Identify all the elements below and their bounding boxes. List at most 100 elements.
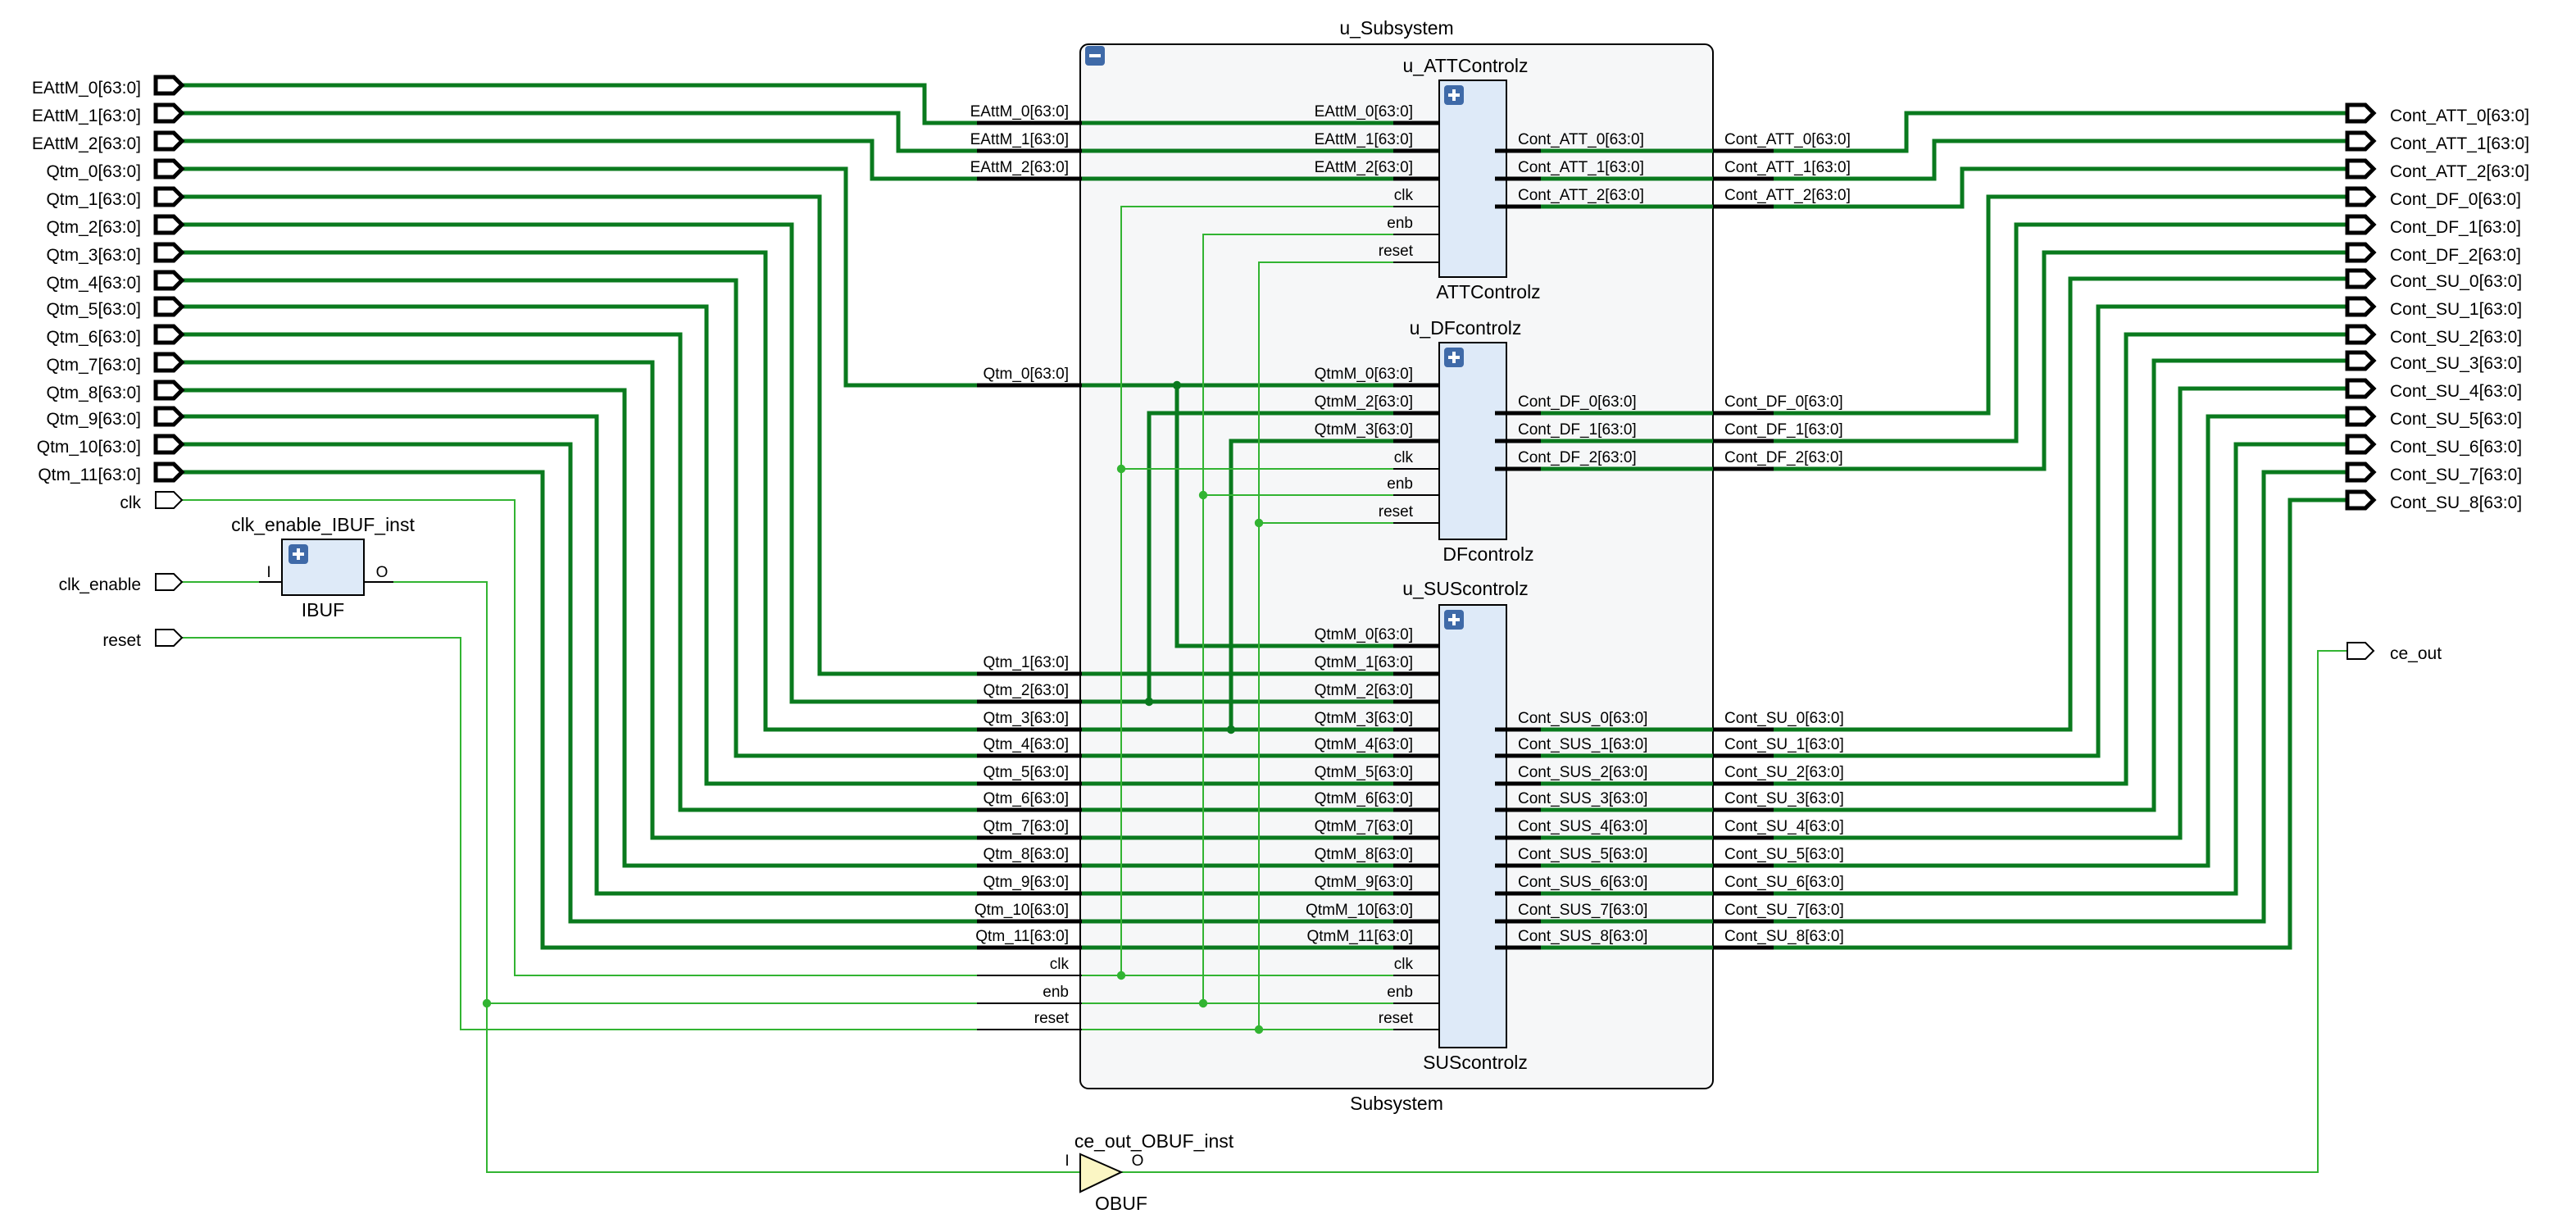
output-port-cont-su[interactable]: [2345, 350, 2377, 371]
sub-in-eattm-label: EAttM_2[63:0]: [970, 159, 1069, 176]
df-type-label: DFcontrolz: [1442, 543, 1533, 565]
wire-qtm0-bus[interactable]: [182, 166, 1393, 388]
input-port-qtm[interactable]: [153, 461, 185, 483]
wire-cont-su-bus[interactable]: [1541, 386, 2347, 840]
wire-cont-su-bus[interactable]: [1541, 358, 2347, 812]
att-out-label: Cont_ATT_1[63:0]: [1518, 159, 1644, 176]
input-port-qtm[interactable]: [153, 406, 185, 427]
obuf-pin-o: O: [1132, 1152, 1144, 1170]
wire-clk[interactable]: [182, 499, 1393, 976]
sus-in-label: QtmM_9[63:0]: [1315, 874, 1413, 891]
output-port-ce-out[interactable]: [2347, 642, 2375, 660]
input-port-eattm[interactable]: [153, 130, 185, 152]
wire-enb-obuf[interactable]: [486, 1003, 1080, 1173]
input-port-qtm[interactable]: [153, 270, 185, 291]
wire-cont-su-bus[interactable]: [1541, 414, 2347, 868]
wire-reset-att[interactable]: [1258, 261, 1393, 1030]
sus-out-label: Cont_SUS_3[63:0]: [1518, 790, 1647, 807]
wire-cont-su-bus[interactable]: [1541, 332, 2347, 786]
wire-eattm-bus[interactable]: [182, 111, 1393, 153]
output-port-cont-su[interactable]: [2345, 324, 2377, 345]
input-port-clk-enable[interactable]: [155, 573, 184, 591]
ibuf-instance-label: clk_enable_IBUF_inst: [231, 514, 415, 535]
wire-eattm-bus[interactable]: [182, 83, 1393, 125]
output-port-cont-su[interactable]: [2345, 461, 2377, 483]
output-port-cont-df[interactable]: [2345, 214, 2377, 235]
input-port-qtm[interactable]: [153, 242, 185, 263]
sub-out-su-label: Cont_SU_5[63:0]: [1724, 846, 1844, 863]
input-port-qtm[interactable]: [153, 186, 185, 207]
wire-ce-out[interactable]: [1121, 650, 2347, 1173]
output-port-cont-att[interactable]: [2345, 130, 2377, 152]
output-port-cont-su[interactable]: [2345, 406, 2377, 427]
input-label-qtm: Qtm_1[63:0]: [46, 190, 141, 209]
wire-cont-df-bus[interactable]: [1541, 222, 2347, 443]
subsystem-instance-label: u_Subsystem: [1339, 17, 1453, 39]
junction-dot: [1254, 518, 1264, 528]
output-port-cont-su[interactable]: [2345, 296, 2377, 317]
input-port-qtm[interactable]: [153, 296, 185, 317]
wire-clk-att[interactable]: [1120, 206, 1393, 975]
df-in-label: QtmM_3[63:0]: [1315, 421, 1413, 439]
output-port-cont-df[interactable]: [2345, 186, 2377, 207]
output-port-cont-df[interactable]: [2345, 242, 2377, 263]
input-port-qtm[interactable]: [153, 324, 185, 345]
input-port-clk[interactable]: [155, 491, 184, 509]
sus-instance-label: u_SUScontrolz: [1402, 578, 1528, 599]
wire-cont-su-bus[interactable]: [1541, 470, 2347, 924]
wire-cont-su-bus[interactable]: [1541, 304, 2347, 758]
wire-qtm3-df-bus[interactable]: [1229, 439, 1393, 730]
sub-out-su-label: Cont_SU_1[63:0]: [1724, 736, 1844, 753]
att-in-label: clk: [1394, 187, 1414, 204]
wire-cont-su-bus[interactable]: [1541, 442, 2347, 896]
wire-cont-df-bus[interactable]: [1541, 250, 2347, 471]
wire-qtm2-df-bus[interactable]: [1147, 411, 1393, 702]
wire-qtm0-sus-bus[interactable]: [1174, 385, 1393, 648]
input-port-reset[interactable]: [155, 629, 184, 647]
input-port-qtm[interactable]: [153, 434, 185, 455]
wire-eattm-bus[interactable]: [182, 139, 1393, 181]
junction-dot: [482, 998, 492, 1008]
sub-out-su-label: Cont_SU_3[63:0]: [1724, 790, 1844, 807]
input-port-eattm[interactable]: [153, 102, 185, 124]
output-label-cont-df: Cont_DF_0[63:0]: [2390, 190, 2521, 209]
sub-out-df-label: Cont_DF_2[63:0]: [1724, 449, 1843, 466]
subsystem-frame[interactable]: [1079, 43, 1714, 1089]
sus-in-label: reset: [1379, 1010, 1414, 1027]
subsystem-type-label: Subsystem: [1350, 1093, 1443, 1114]
output-port-cont-att[interactable]: [2345, 158, 2377, 180]
output-port-cont-su[interactable]: [2345, 489, 2377, 511]
junction-dot: [1116, 464, 1126, 474]
wire-qtm-bus[interactable]: [182, 222, 1393, 704]
output-label-cont-df: Cont_DF_2[63:0]: [2390, 246, 2521, 265]
input-port-eattm[interactable]: [153, 75, 185, 96]
output-port-cont-att[interactable]: [2345, 102, 2377, 124]
wire-reset[interactable]: [182, 637, 1393, 1030]
output-label-cont-su: Cont_SU_4[63:0]: [2390, 382, 2522, 401]
df-out-label: Cont_DF_1[63:0]: [1518, 421, 1637, 439]
input-port-qtm[interactable]: [153, 214, 185, 235]
obuf-triangle[interactable]: [1079, 1152, 1124, 1193]
input-port-qtm[interactable]: [153, 158, 185, 180]
att-type-label: ATTControlz: [1436, 281, 1540, 302]
sub-in-ctrl-label: enb: [1043, 984, 1069, 1001]
sus-in-label: QtmM_11[63:0]: [1306, 928, 1413, 945]
wire-qtm-bus[interactable]: [182, 194, 1393, 676]
df-in-label: QtmM_2[63:0]: [1315, 393, 1413, 411]
wire-enb-att[interactable]: [1202, 234, 1393, 1003]
input-port-qtm[interactable]: [153, 380, 185, 401]
sub-in-ctrl-label: clk: [1050, 956, 1070, 973]
sus-in-label: QtmM_2[63:0]: [1315, 682, 1413, 699]
sub-in-ctrl-label: reset: [1034, 1010, 1070, 1027]
wire-cont-su-bus[interactable]: [1541, 276, 2347, 732]
output-port-cont-su[interactable]: [2345, 434, 2377, 455]
sus-block[interactable]: [1438, 604, 1507, 1048]
junction-dot: [1198, 490, 1208, 500]
wire-qtm-bus[interactable]: [182, 470, 1393, 950]
sus-out-label: Cont_SUS_5[63:0]: [1518, 846, 1647, 863]
wire-enb[interactable]: [393, 581, 1393, 1004]
input-port-qtm[interactable]: [153, 352, 185, 373]
output-port-cont-su[interactable]: [2345, 378, 2377, 399]
wire-cont-su-bus[interactable]: [1541, 498, 2347, 950]
output-port-cont-su[interactable]: [2345, 268, 2377, 289]
